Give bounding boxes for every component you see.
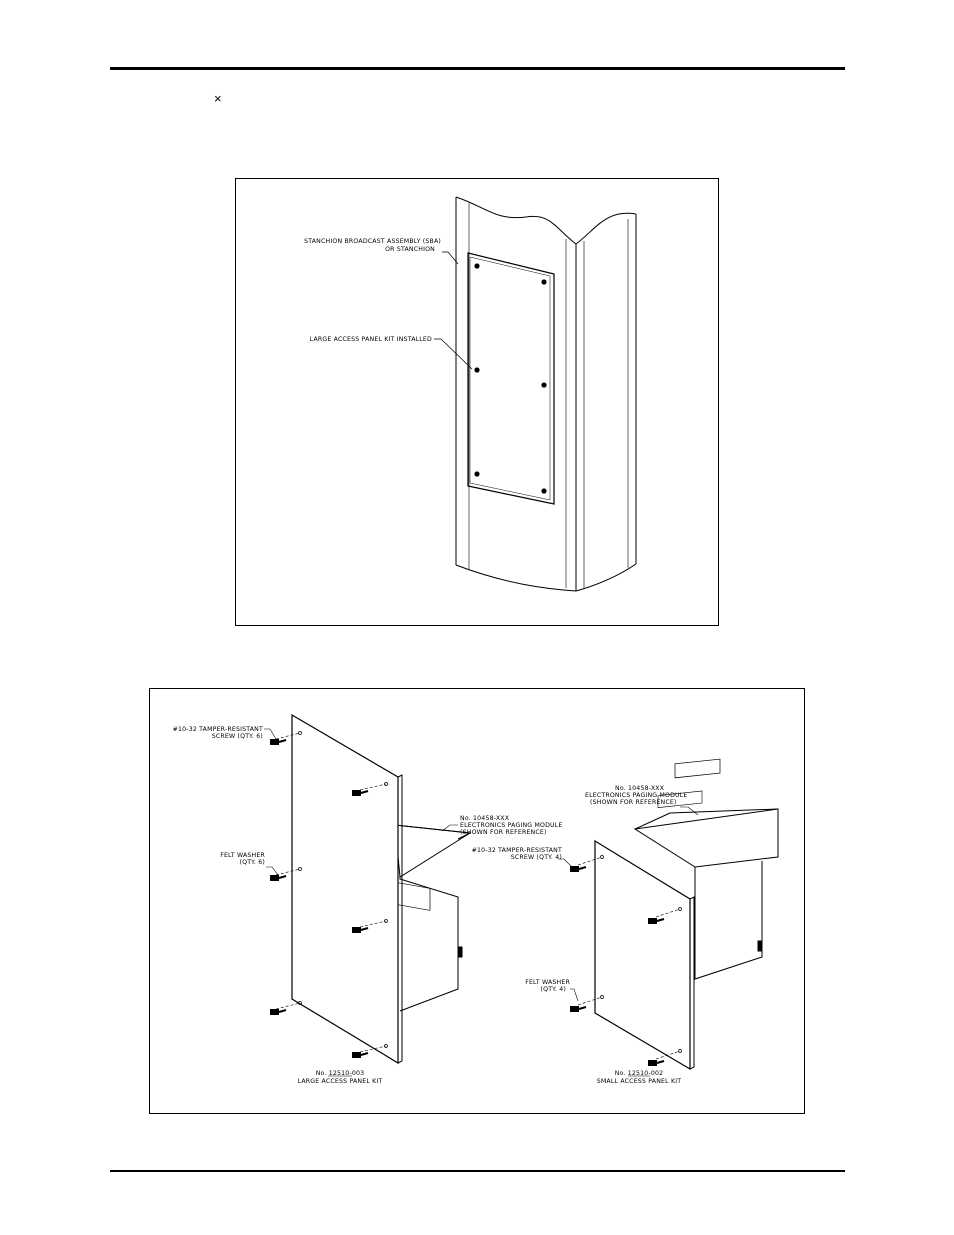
panel-screw [541, 382, 547, 388]
small-kit-screws [570, 866, 665, 1066]
small-module-top [633, 808, 779, 868]
large-module-body [399, 877, 459, 1012]
label-large-module-line1: No. 10458-XXX [460, 815, 510, 822]
label-stanchion-line2: OR STANCHION [385, 246, 435, 253]
label-large-washer-line2: (QTY. 6) [240, 859, 265, 866]
label-large-module-line3: (SHOWN FOR REFERENCE) [460, 829, 547, 836]
stanchion-figure: STANCHION BROADCAST ASSEMBLY (SBA) OR ST… [235, 178, 719, 626]
small-access-panel [594, 839, 691, 1071]
access-panel-kits-figure: #10-32 TAMPER-RESISTANT SCREW (QTY. 6) F… [149, 688, 805, 1114]
panel-leader [434, 338, 473, 370]
panel-screw [541, 279, 547, 285]
label-small-screw-line1: #10-32 TAMPER-RESISTANT [472, 847, 562, 854]
label-large-screw-line1: #10-32 TAMPER-RESISTANT [173, 726, 263, 733]
footer-rule [110, 1170, 845, 1172]
multiply-mark: × [214, 91, 222, 106]
large-module-top [394, 824, 472, 878]
panel-screw [474, 367, 480, 373]
stanchion-drawing: STANCHION BROADCAST ASSEMBLY (SBA) OR ST… [304, 196, 637, 592]
large-access-panel [467, 252, 555, 505]
label-small-washer-line1: FELT WASHER [525, 979, 570, 986]
stanchion-cut-edge-right [575, 212, 637, 245]
stanchion-bottom-left [455, 564, 577, 592]
panel-screw [474, 471, 480, 477]
label-large-kit-name: LARGE ACCESS PANEL KIT [298, 1078, 383, 1085]
label-small-module-line2: ELECTRONICS PAGING MODULE [585, 792, 688, 799]
panel-screw [541, 488, 547, 494]
label-small-kit-name: SMALL ACCESS PANEL KIT [597, 1078, 681, 1085]
label-large-module-line2: ELECTRONICS PAGING MODULE [460, 822, 563, 829]
header-rule [110, 67, 845, 70]
panel-screw [474, 263, 480, 269]
stanchion-bottom-right [575, 563, 637, 592]
stanchion-leader [442, 251, 459, 265]
label-large-kit-number: No. 12510-003 [316, 1070, 365, 1077]
label-small-screw-line2: SCREW (QTY. 4) [511, 854, 562, 861]
label-small-kit-number: No. 12510-002 [615, 1070, 664, 1077]
panel-kits-drawing: #10-32 TAMPER-RESISTANT SCREW (QTY. 6) F… [173, 713, 779, 1085]
label-large-screw-line2: SCREW (QTY. 6) [212, 733, 263, 740]
label-large-washer-line1: FELT WASHER [220, 852, 265, 859]
small-module-display [674, 758, 721, 779]
label-small-module-line1: No. 10458-XXX [615, 785, 665, 792]
label-small-washer-line2: (QTY. 4) [541, 986, 566, 993]
stanchion-cut-edge-left [455, 196, 577, 245]
large-access-panel [291, 713, 399, 1065]
label-small-module-line3: (SHOWN FOR REFERENCE) [590, 799, 677, 806]
label-stanchion-line1: STANCHION BROADCAST ASSEMBLY (SBA) [304, 238, 441, 245]
label-large-panel-installed: LARGE ACCESS PANEL KIT INSTALLED [310, 336, 432, 343]
large-kit-screws [270, 739, 369, 1058]
